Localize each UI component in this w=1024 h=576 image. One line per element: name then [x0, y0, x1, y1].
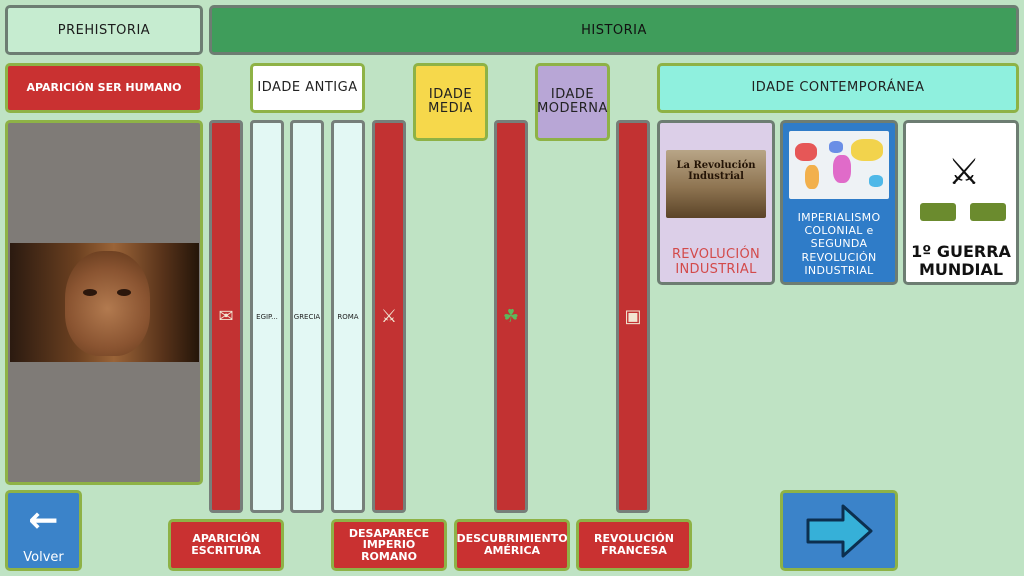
world-map-image	[789, 131, 889, 199]
prehistoria-header[interactable]: PREHISTORIA	[5, 5, 203, 55]
roman-soldier-icon: ⚔	[380, 306, 398, 327]
roma-text: ROMA	[337, 312, 359, 321]
revolucion-industrial-text: REVOLUCIÓN INDUSTRIAL	[671, 247, 761, 277]
americas-map-icon: ☘	[502, 306, 520, 327]
back-button[interactable]: ← Volver	[5, 490, 82, 571]
idade-contemporanea-text: IDADE CONTEMPORÁNEA	[751, 79, 925, 95]
industrial-revolution-image-text: La Revolución Industrial	[676, 160, 756, 182]
idade-moderna-text: IDADE MODERNA	[537, 86, 608, 116]
imperialismo-card[interactable]: IMPERIALISMO COLONIAL e SEGUNDA REVOLUCI…	[780, 120, 898, 285]
idade-antiga-text: IDADE ANTIGA	[257, 79, 358, 95]
idade-media-text: IDADE MEDIA	[428, 86, 473, 116]
revolucion-industrial-card[interactable]: La Revolución Industrial REVOLUCIÓN INDU…	[657, 120, 775, 285]
tank-right-icon	[970, 203, 1006, 221]
grecia-text: GRECIA	[293, 312, 321, 321]
revolution-painting-icon: ▣	[624, 306, 642, 327]
back-label: Volver	[23, 550, 64, 565]
soldiers-icon: ⚔	[947, 152, 981, 193]
egipto-text: EGIP...	[256, 312, 278, 321]
egipto-column[interactable]: EGIP...	[250, 120, 284, 513]
imperio-romano-column[interactable]: ⚔	[372, 120, 406, 513]
revolucion-francesa-label[interactable]: REVOLUCIÓN FRANCESA	[576, 519, 692, 571]
roma-column[interactable]: ROMA	[331, 120, 365, 513]
guerra-mundial-text: 1º GUERRA MUNDIAL	[911, 242, 1011, 280]
next-button[interactable]	[780, 490, 898, 571]
historia-header[interactable]: HISTORIA	[209, 5, 1019, 55]
guerra-mundial-card[interactable]: ⚔ 1º GUERRA MUNDIAL	[903, 120, 1019, 285]
aparicion-escritura-label[interactable]: APARICIÓN ESCRITURA	[168, 519, 284, 571]
idade-media-label[interactable]: IDADE MEDIA	[413, 63, 488, 141]
early-human-face	[65, 251, 150, 356]
industrial-revolution-image: La Revolución Industrial	[666, 150, 766, 218]
early-human-photo	[10, 243, 199, 362]
aparicion-ser-humano-label[interactable]: APARICIÓN SER HUMANO	[5, 63, 203, 113]
right-eye	[117, 289, 131, 296]
idade-moderna-label[interactable]: IDADE MODERNA	[535, 63, 610, 141]
escritura-column[interactable]: ✉	[209, 120, 243, 513]
america-column[interactable]: ☘	[494, 120, 528, 513]
idade-contemporanea-label[interactable]: IDADE CONTEMPORÁNEA	[657, 63, 1019, 113]
back-arrow-icon: ←	[28, 500, 59, 541]
left-eye	[83, 289, 97, 296]
revolucion-francesa-column[interactable]: ▣	[616, 120, 650, 513]
descubrimiento-america-label[interactable]: DESCUBRIMIENTO AMÉRICA	[454, 519, 570, 571]
scroll-icon: ✉	[218, 306, 234, 327]
idade-antiga-label[interactable]: IDADE ANTIGA	[250, 63, 365, 113]
desaparece-imperio-romano-label[interactable]: DESAPARECE IMPERIO ROMANO	[331, 519, 447, 571]
tank-left-icon	[920, 203, 956, 221]
imperialismo-text: IMPERIALISMO COLONIAL e SEGUNDA REVOLUCI…	[797, 211, 881, 277]
grecia-column[interactable]: GRECIA	[290, 120, 324, 513]
next-arrow-icon	[806, 504, 873, 558]
